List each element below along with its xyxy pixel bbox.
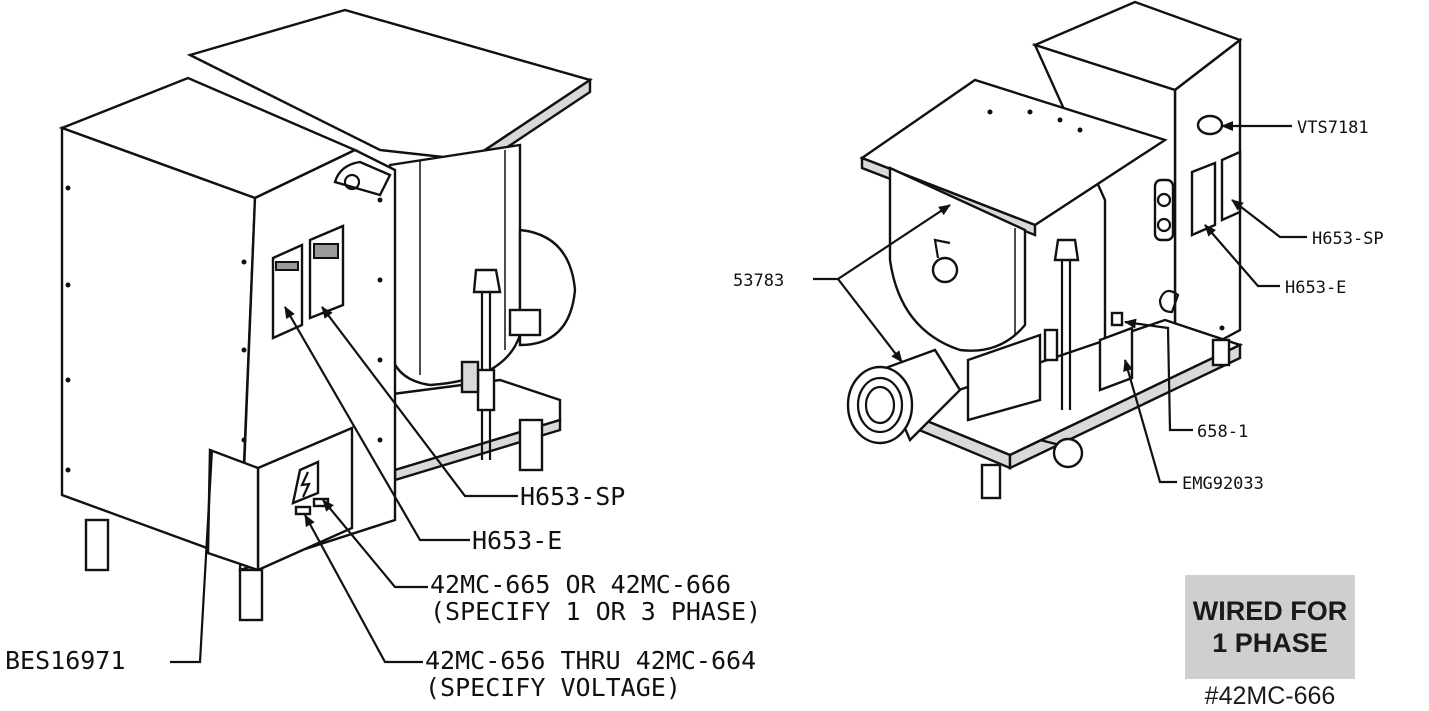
label-42mc-665-666: 42MC-665 OR 42MC-666 xyxy=(430,570,731,599)
wired-for-text: WIRED FOR xyxy=(1192,596,1348,626)
part-number: #42MC-666 xyxy=(1204,682,1336,710)
label-bes16971: BES16971 xyxy=(5,646,125,675)
wired-for-phase-badge: WIRED FOR 1 PHASE xyxy=(1185,575,1355,679)
label-h653-sp-right: H653-SP xyxy=(1312,229,1384,249)
left-callouts xyxy=(170,306,518,664)
phase-text: 1 PHASE xyxy=(1212,628,1328,658)
label-658-1: 658-1 xyxy=(1197,422,1248,442)
label-h653-e-right: H653-E xyxy=(1285,278,1346,298)
left-machine-drawing xyxy=(58,8,593,622)
label-emg92033: EMG92033 xyxy=(1182,474,1264,494)
right-machine-drawing xyxy=(846,0,1244,500)
label-vts7181: VTS7181 xyxy=(1297,118,1369,138)
right-callouts xyxy=(813,121,1307,484)
label-42mc-656-664: 42MC-656 THRU 42MC-664 xyxy=(425,646,756,675)
label-specify-phase: (SPECIFY 1 OR 3 PHASE) xyxy=(430,597,761,626)
label-h653-e-left: H653-E xyxy=(472,526,562,555)
label-53783: 53783 xyxy=(733,271,784,291)
label-h653-sp-left: H653-SP xyxy=(520,482,625,511)
label-specify-voltage: (SPECIFY VOLTAGE) xyxy=(425,673,681,702)
